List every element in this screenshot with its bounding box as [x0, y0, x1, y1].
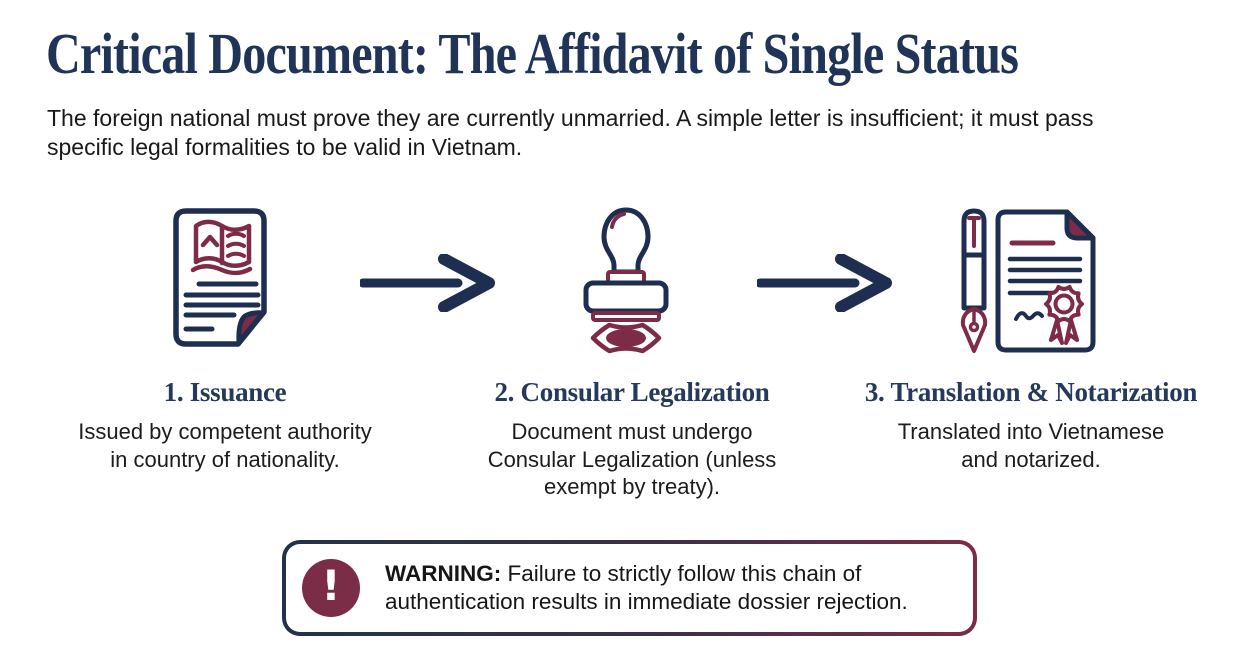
- step-consular-legalization: 2. Consular Legalization Document must u…: [446, 377, 818, 501]
- page-subtitle: The foreign national must prove they are…: [47, 104, 1227, 161]
- step-desc-line: Document must undergo: [511, 419, 753, 444]
- step-desc-line: Issued by competent authority: [78, 419, 372, 444]
- warning-line-2: authentication results in immediate doss…: [385, 589, 908, 614]
- rubber-stamp-icon: [583, 207, 669, 354]
- warning-label: WARNING:: [385, 561, 502, 586]
- right-arrow-icon: [757, 254, 892, 312]
- warning-text: WARNING: Failure to strictly follow this…: [385, 560, 908, 616]
- warning-line-1-rest: Failure to strictly follow this chain of: [507, 561, 862, 586]
- warning-banner: ! WARNING: Failure to strictly follow th…: [282, 540, 977, 636]
- step-description: Translated into Vietnamese and notarized…: [831, 418, 1231, 473]
- page-title: Critical Document: The Affidavit of Sing…: [46, 21, 1019, 86]
- warning-line-1: WARNING: Failure to strictly follow this…: [385, 560, 908, 588]
- exclamation-icon: !: [302, 559, 360, 617]
- step-issuance: 1. Issuance Issued by competent authorit…: [45, 377, 405, 473]
- step-translation-notarization: 3. Translation & Notarization Translated…: [831, 377, 1231, 473]
- step-description: Issued by competent authority in country…: [45, 418, 405, 473]
- document-flag-icon: [173, 208, 267, 347]
- warning-banner-inner: ! WARNING: Failure to strictly follow th…: [286, 544, 973, 632]
- subtitle-line-1: The foreign national must prove they are…: [47, 105, 1094, 131]
- step-title: 2. Consular Legalization: [494, 377, 770, 407]
- step-desc-line: Consular Legalization (unless: [487, 446, 777, 472]
- right-arrow-icon: [360, 254, 495, 312]
- step-desc-line: and notarized.: [961, 446, 1101, 472]
- step-desc-line: in country of nationality.: [110, 446, 340, 472]
- subtitle-line-2: specific legal formalities to be valid i…: [47, 133, 523, 160]
- step-desc-line: Translated into Vietnamese: [897, 419, 1165, 444]
- step-title: 3. Translation & Notarization: [864, 377, 1198, 407]
- step-title: 1. Issuance: [163, 377, 287, 407]
- step-description: Document must undergo Consular Legalizat…: [446, 418, 818, 501]
- pen-certificate-icon: [960, 208, 1096, 353]
- step-desc-line: exempt by treaty).: [543, 474, 721, 499]
